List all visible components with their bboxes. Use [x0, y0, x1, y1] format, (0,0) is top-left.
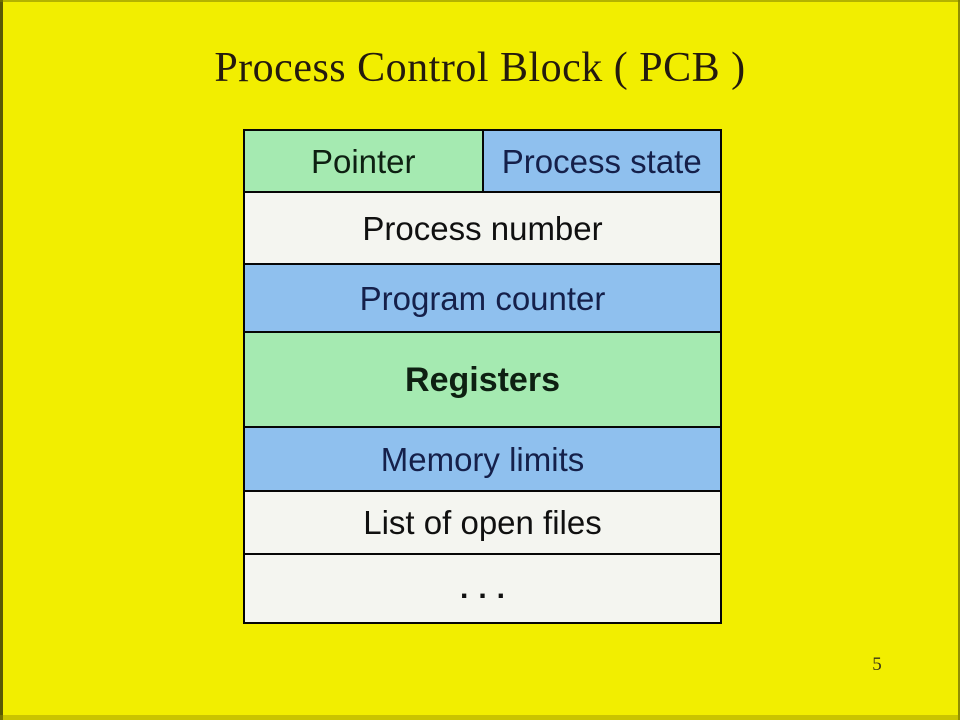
bottom-edge-artifact: [0, 715, 960, 720]
pcb-cell-ellipsis: ...: [245, 555, 720, 622]
pcb-row-registers: Registers: [245, 331, 720, 426]
pcb-row-open-files: List of open files: [245, 490, 720, 553]
cell-label-process-state: Process state: [501, 142, 702, 180]
pcb-cell-program-counter: Program counter: [245, 265, 720, 331]
cell-label-pointer: Pointer: [310, 142, 416, 180]
pcb-cell-pointer: Pointer: [245, 131, 484, 191]
cell-label-process-number: Process number: [362, 209, 603, 247]
cell-label-registers: Registers: [405, 360, 560, 399]
pcb-cell-open-files: List of open files: [245, 492, 720, 553]
cell-label-open-files: List of open files: [363, 504, 602, 541]
cell-label-memory-limits: Memory limits: [380, 440, 585, 478]
cell-label-program-counter: Program counter: [359, 279, 606, 317]
cell-label-ellipsis: ...: [459, 571, 515, 605]
pcb-cell-registers: Registers: [245, 333, 720, 426]
pcb-row-process-number: Process number: [245, 191, 720, 263]
slide-title: Process Control Block ( PCB ): [214, 45, 746, 91]
pcb-cell-process-state: Process state: [483, 131, 720, 191]
pcb-structure-table: Pointer Process state Process number Pro…: [243, 129, 722, 624]
top-edge-artifact: [0, 0, 960, 2]
pcb-cell-process-number: Process number: [245, 193, 720, 263]
pcb-row-program-counter: Program counter: [245, 263, 720, 331]
pcb-row-pointer-state: Pointer Process state: [245, 131, 720, 191]
page-number: 5: [872, 654, 882, 675]
left-edge-artifact: [0, 0, 3, 720]
pcb-cell-memory-limits: Memory limits: [245, 428, 720, 490]
pcb-row-memory-limits: Memory limits: [245, 426, 720, 490]
pcb-row-ellipsis: ...: [245, 553, 720, 622]
